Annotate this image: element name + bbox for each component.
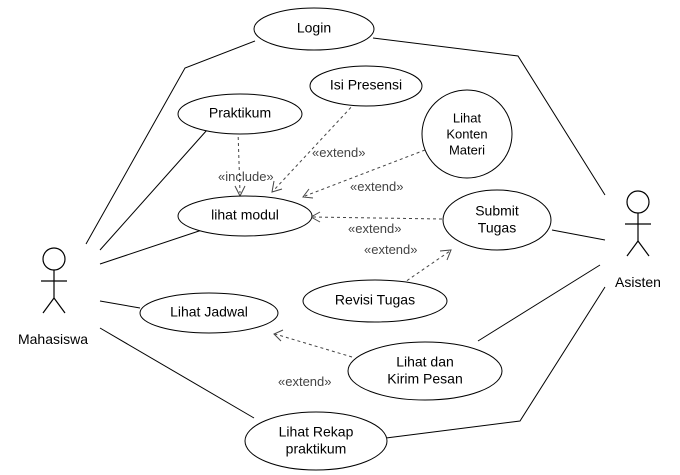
- assoc-mahasiswa-lihat-modul: [99, 228, 206, 265]
- use-case-pesan-line-2: Kirim Pesan: [387, 371, 462, 387]
- actor-asisten-figure-icon: [625, 190, 651, 257]
- extend-arrowhead-presensi: [271, 180, 283, 193]
- use-case-lihat-rekap: Lihat Rekap praktikum: [244, 411, 388, 471]
- use-case-rekap-line-2: praktikum: [286, 441, 347, 457]
- use-case-isi-presensi-label: Isi Presensi: [330, 77, 402, 93]
- use-case-konten-line-2: Konten: [446, 126, 487, 141]
- extend-kirim-pesan-lihat-jadwal: [274, 333, 353, 358]
- assoc-mahasiswa-lihat-rekap: [99, 327, 255, 419]
- extend-label-revisi: «extend»: [364, 242, 418, 257]
- assoc-mahasiswa-praktikum: [99, 129, 208, 251]
- extend-label-submit: «extend»: [348, 221, 402, 236]
- relationship-labels: «include» «extend» «extend» «extend» «ex…: [218, 145, 418, 389]
- use-case-submit-line-1: Submit: [475, 203, 519, 219]
- assoc-asisten-login: [372, 37, 606, 196]
- use-case-login-label: Login: [297, 20, 331, 36]
- extend-label-pesan: «extend»: [278, 374, 332, 389]
- use-case-lihat-kirim-pesan: Lihat dan Kirim Pesan: [347, 341, 503, 401]
- use-case-konten-line-3: Materi: [449, 142, 485, 157]
- include-label: «include»: [218, 169, 274, 184]
- use-case-lihat-jadwal: Lihat Jadwal: [139, 292, 279, 334]
- extend-revisi-tugas-submit-tugas: [401, 250, 451, 285]
- assoc-asisten-submit-tugas: [551, 229, 606, 241]
- assoc-asisten-kirim-pesan: [477, 264, 601, 342]
- actor-asisten: Asisten: [615, 190, 661, 290]
- use-case-lihat-modul: lihat modul: [177, 195, 313, 237]
- actor-mahasiswa: Mahasiswa: [18, 247, 88, 347]
- use-case-isi-presensi: Isi Presensi: [309, 65, 423, 107]
- include-praktikum-lihat-modul: [237, 130, 241, 194]
- use-case-submit-tugas: Submit Tugas: [442, 189, 552, 251]
- extend-arrowhead-jadwal: [273, 329, 284, 342]
- use-case-praktikum-label: Praktikum: [209, 105, 271, 121]
- assoc-mahasiswa-lihat-jadwal: [99, 300, 141, 309]
- use-case-login: Login: [253, 7, 375, 51]
- extend-label-konten: «extend»: [350, 179, 404, 194]
- use-case-lihat-konten-materi: Lihat Konten Materi: [421, 89, 513, 179]
- actor-asisten-label: Asisten: [615, 274, 661, 290]
- extend-arrowhead-revisi: [439, 249, 452, 261]
- use-case-konten-line-1: Lihat: [453, 110, 482, 125]
- use-case-lihat-modul-label: lihat modul: [211, 207, 279, 223]
- assoc-asisten-lihat-rekap: [385, 286, 606, 439]
- extend-arrowhead-konten: [302, 188, 314, 199]
- use-case-pesan-line-1: Lihat dan: [396, 354, 454, 370]
- use-case-submit-line-2: Tugas: [478, 220, 516, 236]
- actor-mahasiswa-figure-icon: [41, 247, 67, 314]
- use-case-lihat-jadwal-label: Lihat Jadwal: [170, 304, 248, 320]
- assoc-mahasiswa-login: [85, 40, 256, 245]
- use-case-praktikum: Praktikum: [177, 93, 303, 135]
- use-case-revisi-tugas: Revisi Tugas: [302, 279, 448, 323]
- use-case-revisi-tugas-label: Revisi Tugas: [335, 292, 415, 308]
- association-lines: [85, 37, 606, 439]
- use-case-rekap-line-1: Lihat Rekap: [279, 424, 354, 440]
- extend-submit-tugas-lihat-modul: [311, 216, 443, 220]
- extend-label-presensi: «extend»: [312, 145, 366, 160]
- actor-mahasiswa-label: Mahasiswa: [18, 331, 88, 347]
- extend-isi-presensi-lihat-modul: [273, 102, 356, 191]
